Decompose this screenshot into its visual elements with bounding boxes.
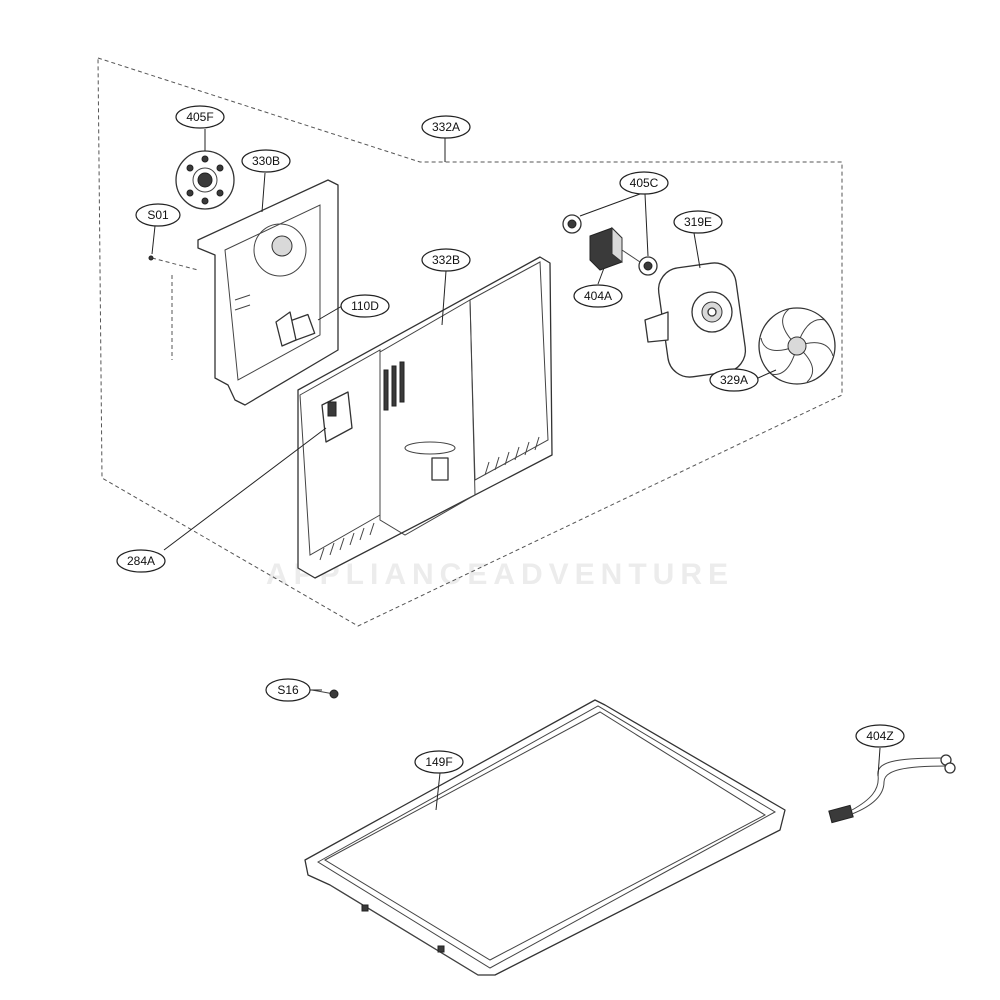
assembly-boundary-332A bbox=[97, 57, 843, 627]
part-405C-bushing-left bbox=[562, 214, 582, 234]
callout-332B: 332B bbox=[421, 248, 471, 272]
part-404Z-wire-harness bbox=[828, 754, 956, 824]
callout-405C: 405C bbox=[619, 171, 669, 195]
callout-label: S16 bbox=[277, 683, 299, 697]
part-319E-fan-shroud bbox=[644, 262, 747, 378]
callout-label: 110D bbox=[351, 299, 379, 313]
callout-284A: 284A bbox=[116, 549, 166, 573]
callout-319E: 319E bbox=[673, 210, 723, 234]
callout-label: 330B bbox=[252, 154, 280, 168]
callout-S16: S16 bbox=[265, 678, 311, 702]
callout-label: 404A bbox=[584, 289, 612, 303]
callout-S01: S01 bbox=[135, 203, 181, 227]
part-329A-fan-blade bbox=[758, 307, 836, 385]
callout-404Z: 404Z bbox=[855, 724, 905, 748]
callout-149F: 149F bbox=[414, 750, 464, 774]
callout-330B: 330B bbox=[241, 149, 291, 173]
callout-label: 332B bbox=[432, 253, 460, 267]
part-S16-screw bbox=[311, 689, 339, 699]
callout-110D: 110D bbox=[340, 294, 390, 318]
part-404A-motor bbox=[589, 226, 623, 271]
callout-label: 405C bbox=[630, 176, 659, 190]
part-332B-cover-panel bbox=[297, 256, 553, 579]
part-405F-disc bbox=[175, 150, 235, 210]
part-405C-bushing-right bbox=[638, 256, 658, 276]
callout-label: 405F bbox=[186, 110, 213, 124]
part-284A-switch bbox=[321, 391, 353, 443]
callout-405F: 405F bbox=[175, 105, 225, 129]
callout-label: 404Z bbox=[866, 729, 893, 743]
callout-label: 284A bbox=[127, 554, 155, 568]
callout-332A: 332A bbox=[421, 115, 471, 139]
callout-label: 149F bbox=[425, 755, 452, 769]
callout-404A: 404A bbox=[573, 284, 623, 308]
part-149F-glass-shelf bbox=[304, 699, 786, 976]
callout-label: 332A bbox=[432, 120, 460, 134]
callout-label: S01 bbox=[147, 208, 169, 222]
callout-label: 319E bbox=[684, 215, 712, 229]
part-330B-housing bbox=[197, 179, 339, 406]
callout-329A: 329A bbox=[709, 368, 759, 392]
callout-label: 329A bbox=[720, 373, 748, 387]
